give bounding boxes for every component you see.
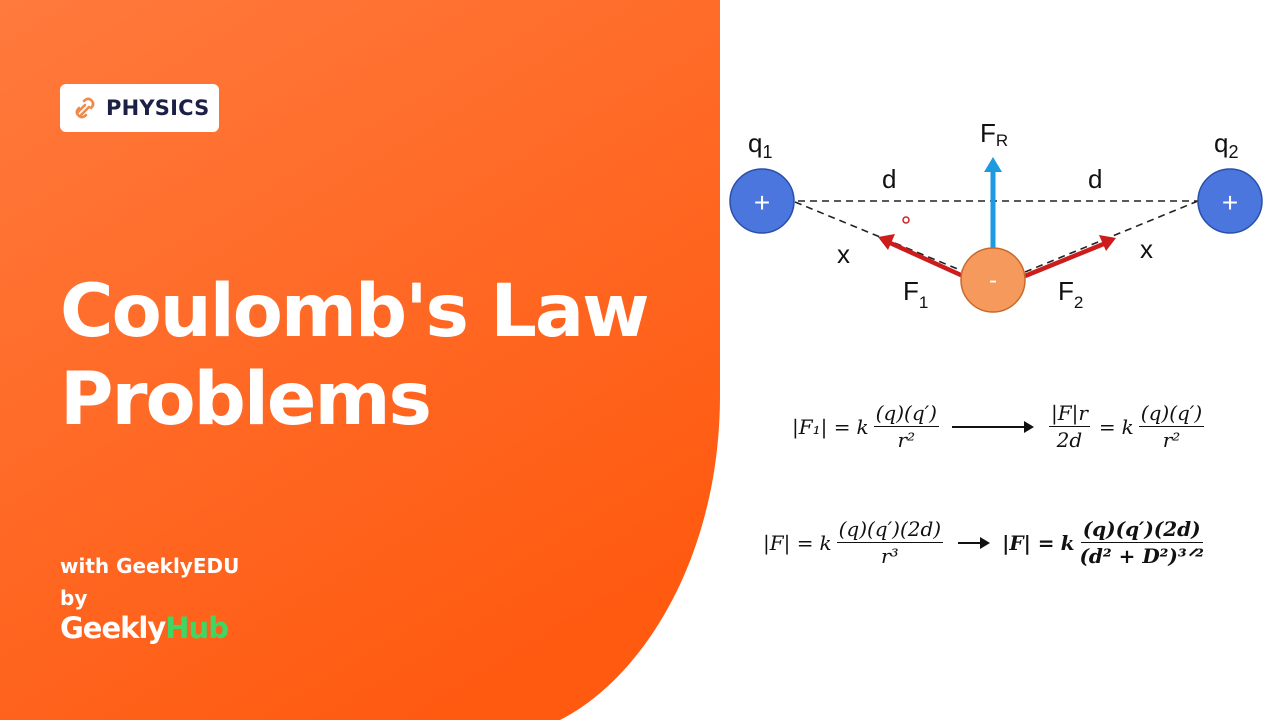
geeklyhub-link-icon: [75, 97, 95, 119]
eq1-denominator: r²: [897, 428, 916, 452]
eq1-rhs-fraction-2: (q)(q′) r²: [1138, 401, 1205, 452]
page-title: Coulomb's Law Problems: [60, 268, 680, 444]
eq1-equals: =: [1098, 414, 1116, 439]
badge-label: PHYSICS: [106, 96, 210, 120]
eq1-k: k: [856, 414, 869, 439]
eq1-arrow: [951, 420, 1034, 433]
x-label-right: x: [1140, 234, 1153, 264]
eq3-numerator: (q)(q′)(2d): [1080, 517, 1203, 543]
eq2-arrow: [958, 536, 991, 549]
distance-label-left: d: [882, 164, 896, 194]
f2-arrowhead: [1099, 235, 1116, 251]
eq2-denominator: r³: [881, 544, 899, 568]
f2-label: F2: [1058, 276, 1083, 312]
eq3-lhs: |F| =: [1002, 530, 1055, 555]
equation-2: |F| = k (q)(q′)(2d) r³ |F| = k (q)(q′)(2…: [763, 518, 1207, 567]
eq1-rhs-denominator-2: r²: [1162, 428, 1181, 452]
eq1-rhs-numerator: |F|r: [1048, 401, 1090, 427]
title-line-1: Coulomb's Law: [60, 269, 650, 354]
q2-label: q2: [1214, 128, 1238, 162]
eq2-fraction: (q)(q′)(2d) r³: [836, 517, 944, 568]
eq1-rhs-k: k: [1121, 414, 1134, 439]
dashed-line-right: [1024, 200, 1199, 273]
title-line-2: Problems: [60, 357, 432, 442]
negative-sign: -: [989, 267, 997, 294]
x-label-left: x: [837, 239, 850, 269]
credit-with: with GeeklyEDU: [60, 554, 240, 578]
eq1-lhs: |F₁| =: [792, 414, 851, 439]
dashed-line-left: [794, 201, 966, 273]
force-arrow-f2: [1024, 240, 1107, 279]
charge-diagram: + q1 + q2 - d d x x F1 F2 FR: [729, 118, 1263, 313]
eq1-rhs-fraction: |F|r 2d: [1048, 401, 1090, 452]
charge-negative: [960, 247, 1026, 313]
eq2-lhs: |F| =: [763, 530, 814, 555]
distance-label-right: d: [1088, 164, 1102, 194]
marker-dot: [902, 216, 910, 224]
credit-by: by: [60, 586, 88, 610]
physics-badge: PHYSICS: [60, 84, 219, 132]
resultant-arrowhead: [984, 157, 1002, 172]
logo-part-2: Hub: [165, 611, 229, 645]
eq3-fraction: (q)(q′)(2d) (d² + D²)³ᐟ²: [1079, 518, 1203, 567]
logo-part-1: Geekly: [60, 611, 166, 645]
q1-label: q1: [748, 128, 772, 162]
eq1-rhs-denominator: 2d: [1056, 428, 1083, 452]
f1-label: F1: [903, 276, 928, 312]
force-arrow-f1: [887, 239, 964, 279]
geeklyhub-logo: GeeklyHub: [60, 611, 229, 645]
charge-q1: [729, 168, 795, 234]
charge-q2: [1197, 168, 1263, 234]
fr-label: FR: [980, 118, 1008, 150]
q2-plus-sign: +: [1222, 187, 1238, 218]
q1-plus-sign: +: [754, 187, 770, 218]
eq3-denominator: (d² + D²)³ᐟ²: [1079, 544, 1204, 568]
eq2-numerator: (q)(q′)(2d): [836, 517, 944, 543]
eq1-numerator: (q)(q′): [873, 401, 939, 427]
eq1-rhs-numerator-2: (q)(q′): [1138, 401, 1205, 427]
eq2-k: k: [819, 530, 832, 555]
f1-arrowhead: [878, 234, 895, 250]
eq3-k: k: [1060, 530, 1075, 555]
equation-1: |F₁| = k (q)(q′) r² |F|r 2d = k (q)(q′) …: [792, 402, 1207, 451]
eq1-fraction: (q)(q′) r²: [873, 401, 939, 452]
